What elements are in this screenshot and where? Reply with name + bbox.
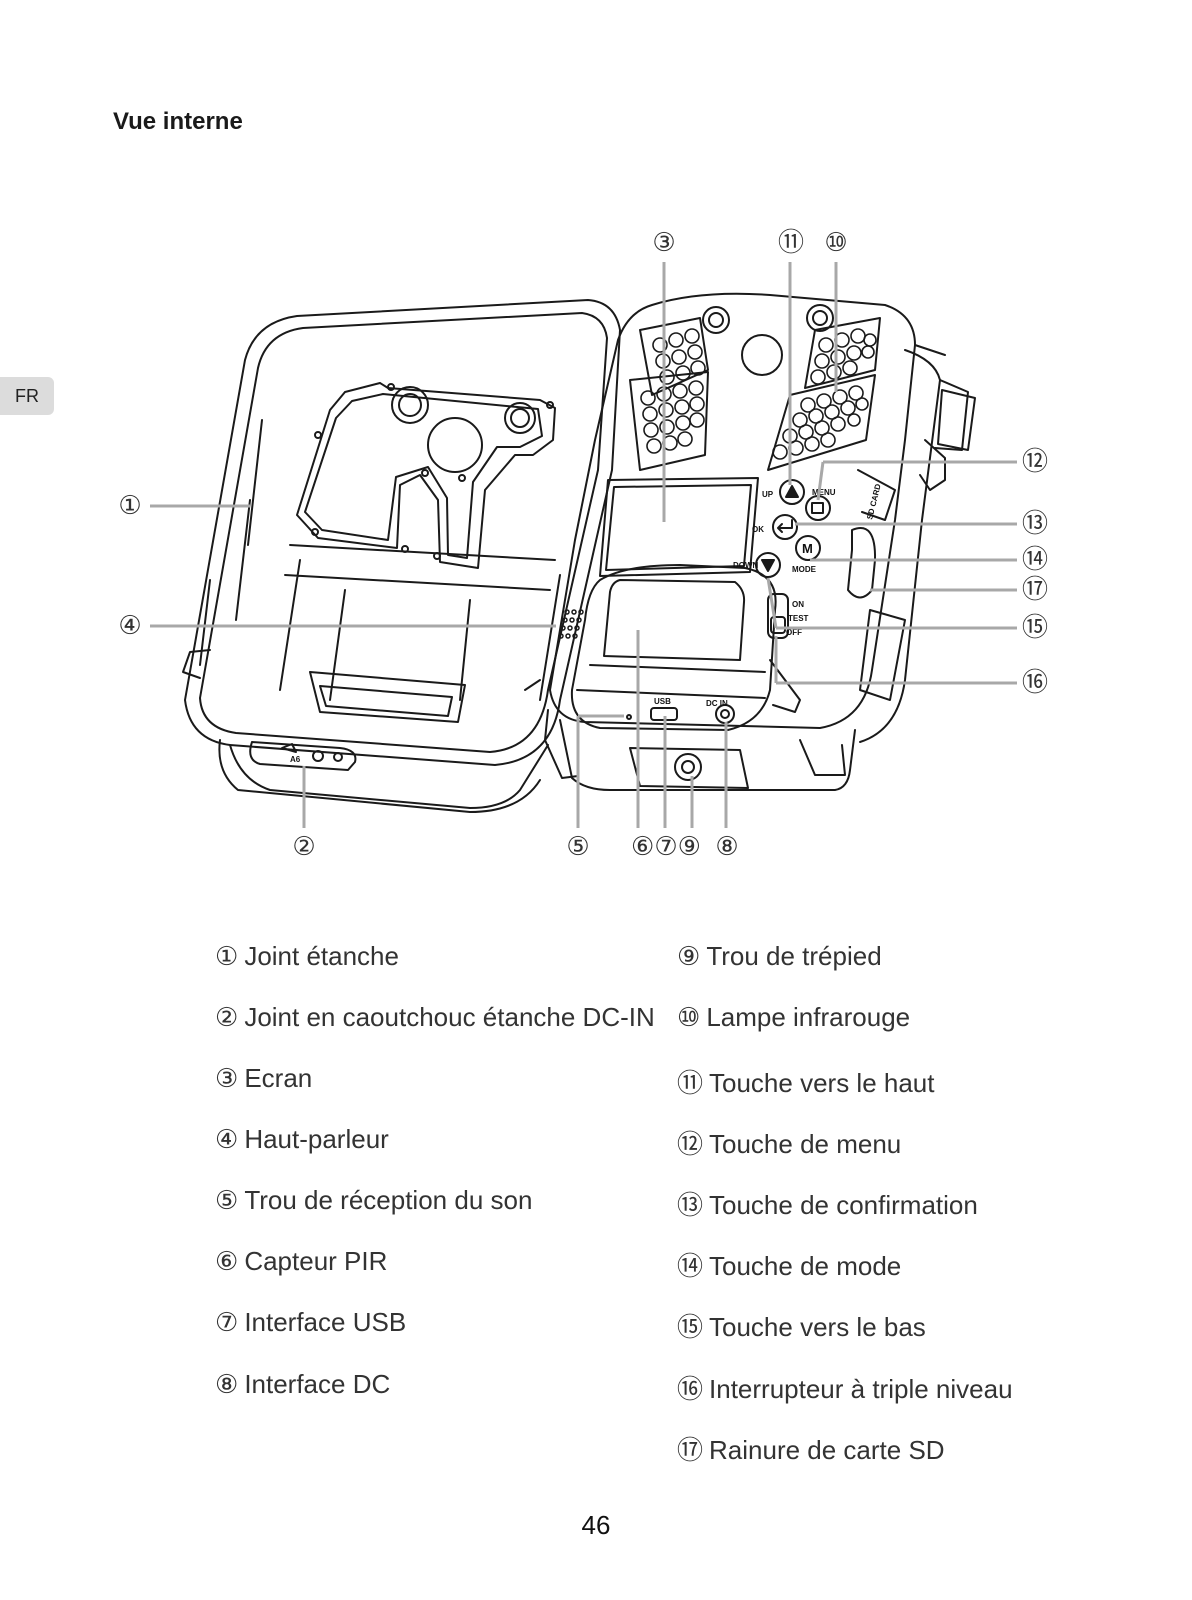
menu-label: MENU	[812, 488, 836, 497]
callout-8: ⑧	[715, 832, 739, 862]
callout-14: ⑭	[1021, 545, 1049, 575]
usb-label: USB	[654, 697, 671, 706]
callout-16: ⑯	[1021, 668, 1049, 698]
page-number: 46	[581, 1510, 611, 1540]
back-cover	[182, 299, 621, 813]
callout-13: ⑬	[1021, 509, 1049, 539]
camera-internal-view-diagram: UP MENU OK M MODE DOWN ON TEST OFF USB D…	[150, 262, 1017, 828]
callout-6-7-9: ⑥⑦⑨	[631, 832, 701, 862]
sd-card-label: SD CARD	[865, 483, 883, 521]
dc-in-label: DC IN	[706, 699, 728, 708]
callout-17: ⑰	[1021, 575, 1049, 605]
ok-label: OK	[752, 525, 764, 534]
callout-4: ④	[118, 611, 142, 641]
off-label: OFF	[786, 628, 802, 637]
mode-label: MODE	[792, 565, 817, 574]
callout-3: ③	[652, 228, 676, 258]
callout-2: ②	[292, 832, 316, 862]
on-label: ON	[792, 600, 804, 609]
callout-11: ⑪	[777, 228, 805, 258]
down-label: DOWN	[733, 561, 759, 570]
callout-5: ⑤	[566, 832, 590, 862]
mode-button-glyph: M	[802, 541, 813, 556]
seal-mark-label: A6	[290, 755, 301, 764]
up-label: UP	[762, 490, 774, 499]
callout-12: ⑫	[1021, 447, 1049, 477]
page-title: Vue interne	[113, 108, 243, 135]
callout-10: ⑩	[824, 228, 848, 258]
callout-15: ⑮	[1021, 613, 1049, 643]
callout-1: ①	[118, 491, 142, 521]
test-label: TEST	[788, 614, 809, 623]
callout-lines	[150, 262, 1017, 828]
language-tab: FR	[0, 377, 54, 415]
